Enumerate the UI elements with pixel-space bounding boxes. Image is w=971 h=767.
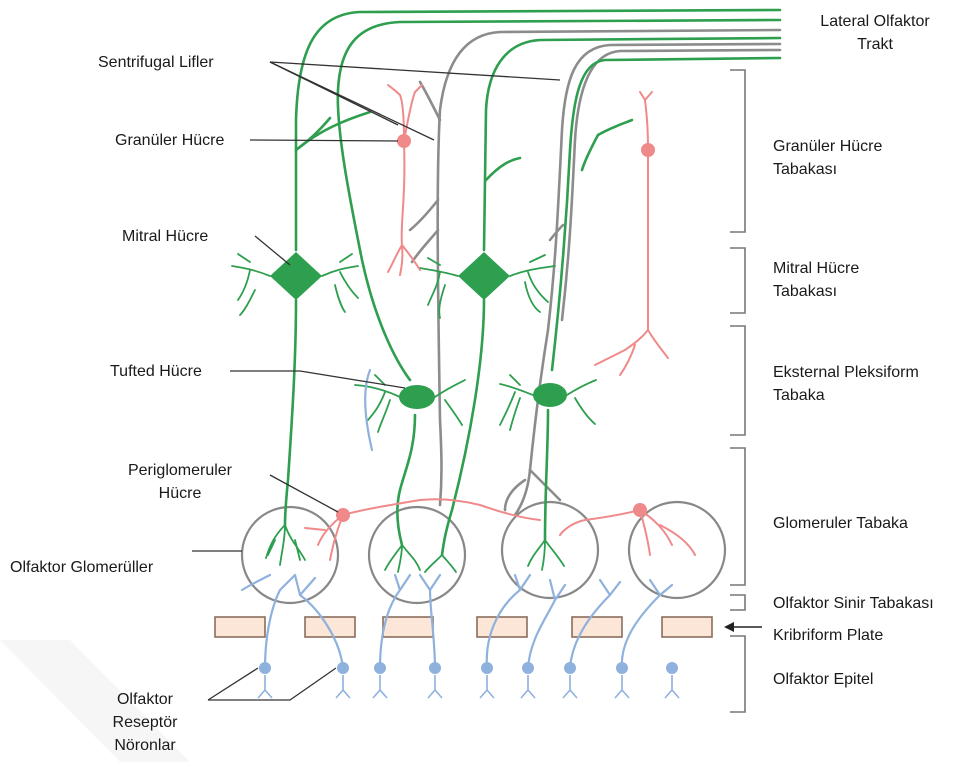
label-glomerular-layer: Glomeruler Tabaka bbox=[773, 512, 908, 535]
leader-granule bbox=[250, 140, 398, 141]
bracket-epithelium bbox=[730, 636, 745, 712]
glomerulus-1 bbox=[242, 507, 338, 603]
receptor-cell-6 bbox=[522, 662, 534, 674]
bracket-external-plexiform-layer bbox=[730, 326, 745, 435]
glomeruli bbox=[242, 502, 725, 603]
mitral-cell-1 bbox=[270, 252, 322, 300]
label-centrifugal-fibers: Sentrifugal Lifler bbox=[98, 51, 214, 74]
mitral-cell-bodies bbox=[270, 252, 567, 409]
label-cribriform-plate: Kribriform Plate bbox=[773, 624, 883, 647]
receptor-cell-7 bbox=[564, 662, 576, 674]
tufted-cell-1 bbox=[399, 385, 435, 409]
bracket-mitral-layer bbox=[730, 248, 745, 313]
label-mitral-cell-layer: Mitral Hücre Tabakası bbox=[773, 257, 859, 303]
leader-mitral bbox=[255, 236, 290, 265]
label-granule-cell-layer: Granüler Hücre Tabakası bbox=[773, 135, 882, 181]
receptor-cell-2 bbox=[337, 662, 349, 674]
cribriform-arrow bbox=[724, 622, 762, 632]
receptor-cell-bodies bbox=[259, 662, 678, 674]
label-external-plexiform-layer: Eksternal Pleksiform Tabaka bbox=[773, 361, 919, 407]
mitral-cell-2 bbox=[458, 252, 510, 300]
leader-periglomerular bbox=[270, 475, 338, 512]
label-olfactory-epithelium: Olfaktor Epitel bbox=[773, 668, 873, 691]
pink-cell-bodies bbox=[336, 134, 655, 522]
leader-centrifugal-2 bbox=[270, 62, 398, 125]
glomerulus-4 bbox=[629, 502, 725, 598]
label-olfactory-nerve-layer: Olfaktor Sinir Tabakası bbox=[773, 592, 934, 615]
periglomerular-cell-2 bbox=[633, 503, 647, 517]
granule-cell-2 bbox=[641, 143, 655, 157]
label-mitral-cell: Mitral Hücre bbox=[122, 225, 208, 248]
green-dendrites bbox=[232, 254, 596, 572]
receptor-cell-3 bbox=[374, 662, 386, 674]
label-olfactory-receptor-neurons: Olfaktor Reseptör Nöronlar bbox=[95, 688, 195, 757]
granule-cell-1 bbox=[397, 134, 411, 148]
label-granule-cell: Granüler Hücre bbox=[115, 129, 224, 152]
label-olfactory-glomeruli: Olfaktor Glomerüller bbox=[10, 556, 153, 579]
receptor-cell-1 bbox=[259, 662, 271, 674]
periglomerular-cell-1 bbox=[336, 508, 350, 522]
receptor-cell-4 bbox=[429, 662, 441, 674]
receptor-cell-8 bbox=[616, 662, 628, 674]
leader-receptor-2 bbox=[208, 668, 336, 700]
tufted-cell-2 bbox=[533, 383, 567, 407]
receptor-cell-5 bbox=[481, 662, 493, 674]
label-lateral-olfactory-tract: Lateral Olfaktor Trakt bbox=[800, 10, 950, 56]
bracket-nerve-layer bbox=[730, 595, 745, 610]
granule-periglomerular-cells bbox=[305, 85, 695, 560]
label-periglomerular-cell: Periglomeruler Hücre bbox=[110, 459, 250, 505]
label-tufted-cell: Tufted Hücre bbox=[110, 360, 202, 383]
bracket-glomerular-layer bbox=[730, 448, 745, 585]
receptor-cell-9 bbox=[666, 662, 678, 674]
leader-receptor-1 bbox=[208, 668, 258, 700]
bracket-granule-layer bbox=[730, 70, 745, 232]
leader-centrifugal-3 bbox=[270, 62, 560, 80]
layer-brackets bbox=[730, 70, 745, 712]
glomerulus-2 bbox=[369, 507, 465, 603]
